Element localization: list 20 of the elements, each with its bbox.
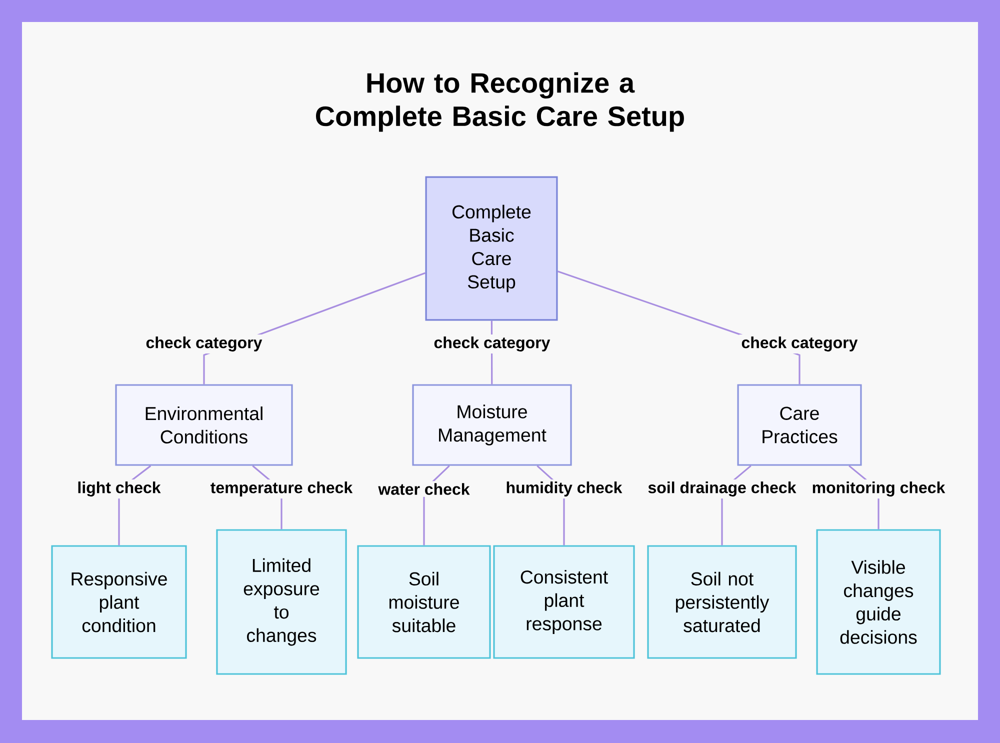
category-box: Moisture Management xyxy=(412,384,572,466)
edge-label: water check xyxy=(376,481,472,497)
check-box: Consistent plant response xyxy=(493,545,635,659)
check-box: Soil moisture suitable xyxy=(357,545,491,659)
category-box: Care Practices xyxy=(737,384,862,466)
check-box: Soil not persistently saturated xyxy=(647,545,797,659)
category-box: Environmental Conditions xyxy=(115,384,293,466)
edge-label: soil drainage check xyxy=(646,480,798,498)
edge-label: light check xyxy=(75,480,163,498)
edge-label: monitoring check xyxy=(810,480,948,498)
edge-label: temperature check xyxy=(208,480,355,498)
check-box: Visible changes guide decisions xyxy=(816,529,941,675)
check-box: Limited exposure to changes xyxy=(216,529,347,675)
edge-label: check category xyxy=(144,334,264,354)
edge-label: humidity check xyxy=(504,480,624,498)
check-box: Responsive plant condition xyxy=(51,545,187,659)
edge-label: check category xyxy=(432,334,552,354)
root-box: Complete Basic Care Setup xyxy=(425,176,558,321)
edge-label: check category xyxy=(739,334,860,354)
title: How to Recognize a Complete Basic Care Setup xyxy=(316,72,684,132)
